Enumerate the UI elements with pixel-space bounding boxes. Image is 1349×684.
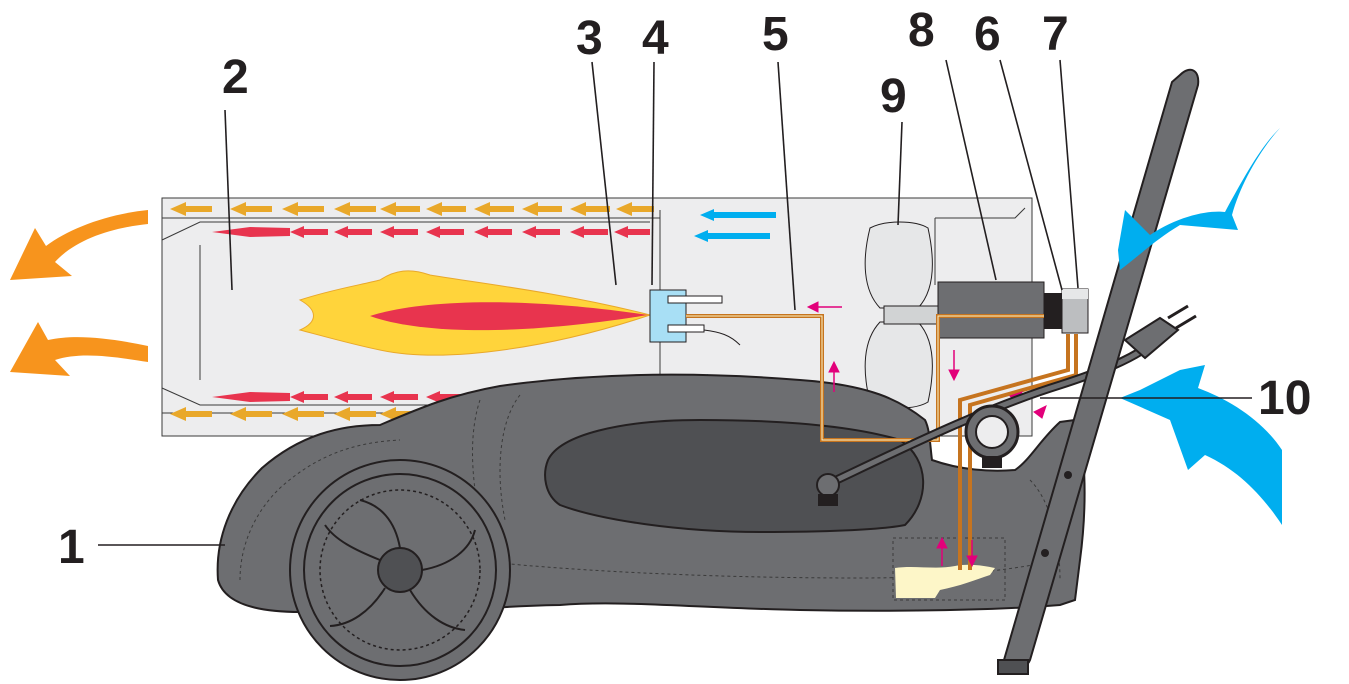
label-1: 1 xyxy=(58,521,85,574)
flow-arrows-top-inner xyxy=(212,226,650,238)
label-9: 9 xyxy=(880,70,907,123)
handle xyxy=(997,68,1200,675)
coil xyxy=(964,404,1020,468)
plug-icon xyxy=(1123,304,1197,360)
label-7: 7 xyxy=(1042,8,1069,61)
leader-lines xyxy=(98,59,1252,546)
wheel xyxy=(289,459,511,681)
callout-labels: 1 2 3 4 5 9 8 6 7 10 xyxy=(58,4,1311,574)
hot-air-arrows xyxy=(10,210,148,376)
filter xyxy=(1061,288,1089,334)
label-4: 4 xyxy=(642,12,669,65)
label-6: 6 xyxy=(974,8,1001,61)
flame xyxy=(298,270,652,356)
fuel-lines-core xyxy=(686,315,1044,441)
fuel-tank xyxy=(895,564,995,598)
flow-arrows-top-outer xyxy=(170,202,654,216)
label-5: 5 xyxy=(762,8,789,61)
label-10: 10 xyxy=(1258,372,1311,425)
label-3: 3 xyxy=(576,12,603,65)
cold-air-arrows-outer xyxy=(1118,128,1282,525)
fan-blades xyxy=(864,221,941,409)
label-8: 8 xyxy=(908,4,935,57)
motor xyxy=(937,281,1045,339)
power-cable xyxy=(816,341,1153,506)
pump xyxy=(1044,293,1066,329)
label-2: 2 xyxy=(222,51,249,104)
